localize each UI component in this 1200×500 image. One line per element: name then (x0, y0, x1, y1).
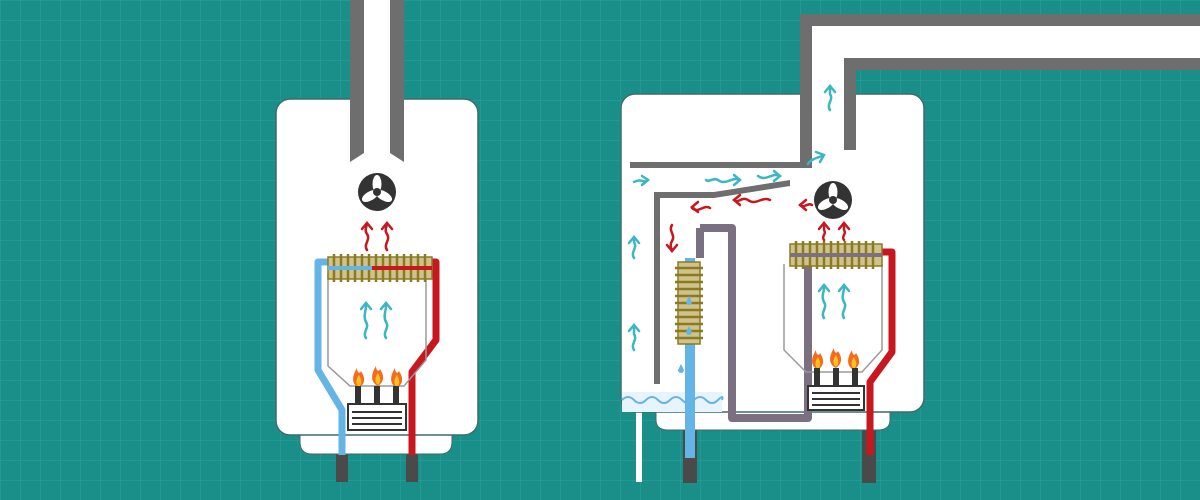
condensate-basin (621, 392, 724, 412)
burner (347, 386, 407, 431)
rising-heat-icon (817, 283, 851, 320)
exhaust-fan-icon (814, 181, 852, 219)
exhaust-fan-icon (358, 173, 396, 211)
burner (807, 368, 865, 411)
leg-right (406, 448, 418, 482)
drain-pipe (636, 412, 642, 482)
primary-heat-exchanger (789, 241, 883, 269)
rising-heat-icon (359, 301, 393, 340)
conventional-water-heater (275, 0, 479, 482)
leg-left (336, 448, 348, 482)
cold-water-pipe (685, 258, 695, 458)
hot-exhaust-icon (817, 221, 851, 242)
flue-pipe (800, 14, 1200, 156)
cooled-exhaust-icon (627, 84, 837, 352)
heat-exchanger (327, 254, 433, 282)
condensing-water-heater (620, 14, 1200, 483)
hot-exhaust-icon (360, 221, 394, 252)
internal-duct (630, 150, 812, 384)
secondary-heat-exchanger (675, 261, 703, 373)
flue-pipe (350, 0, 404, 162)
hot-water-pipe (866, 248, 896, 455)
exhaust-flow-icon (665, 193, 814, 253)
cold-water-pipe (314, 258, 346, 455)
